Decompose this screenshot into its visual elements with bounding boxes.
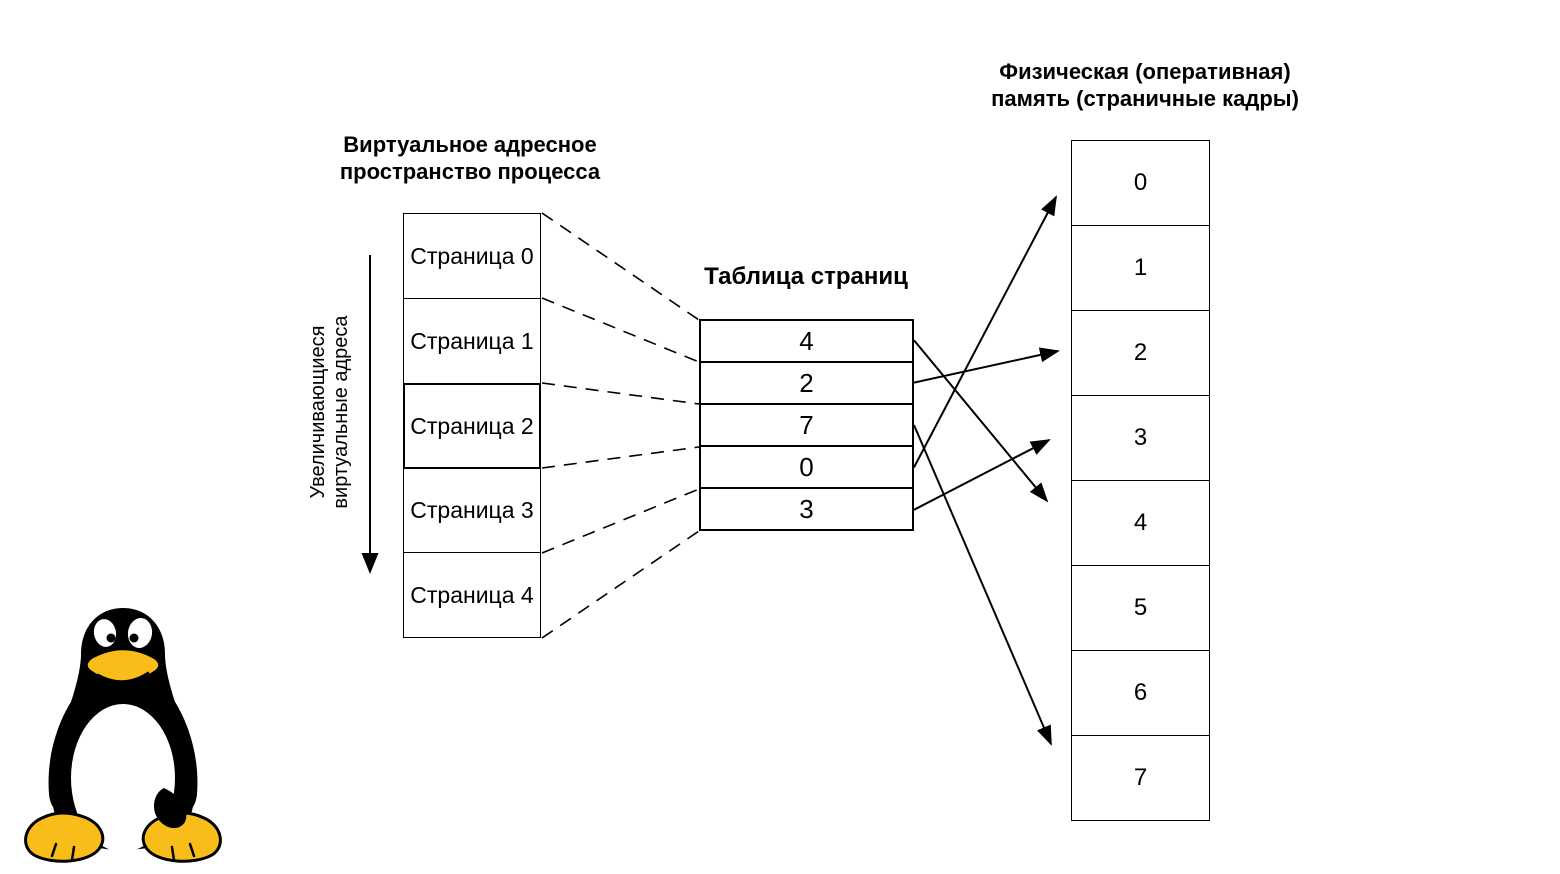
virtual-page-box-2: Страница 2 [403,383,541,469]
physical-memory-title: Физическая (оперативная) память (странич… [940,58,1350,112]
page-to-frame-arrow-3 [913,195,1057,468]
virtual-to-table-dashed-lines [541,212,700,639]
dashed-connector [541,212,700,321]
memory-frame-box-5: 5 [1071,565,1210,651]
page-table-row-2: 7 [699,403,914,447]
virtual-page-box-3: Страница 3 [403,467,541,553]
page-to-frame-arrow-0 [913,339,1049,503]
virtual-page-box-1: Страница 1 [403,298,541,384]
table-to-frame-arrows [913,195,1060,746]
dashed-connector [541,488,700,554]
axis-arrow-head [361,553,379,574]
page-to-frame-arrow-2 [913,424,1052,746]
memory-frame-box-1: 1 [1071,225,1210,311]
virtual-page-box-4: Страница 4 [403,552,541,638]
tux-linux-penguin-logo [24,608,222,863]
memory-frame-box-6: 6 [1071,650,1210,736]
memory-frame-box-0: 0 [1071,140,1210,226]
memory-frame-box-7: 7 [1071,735,1210,821]
memory-frame-box-4: 4 [1071,480,1210,566]
virtual-page-box-0: Страница 0 [403,213,541,299]
dashed-connector [541,446,700,469]
page-to-frame-arrow-1 [913,347,1060,384]
physical-memory-title-line1: Физическая (оперативная) [999,59,1291,84]
virtual-space-title-line2: пространство процесса [339,159,601,184]
memory-frame-box-2: 2 [1071,310,1210,396]
dashed-connector [541,530,700,639]
page-table-row-4: 3 [699,487,914,531]
page-table-row-1: 2 [699,361,914,405]
increasing-addresses-arrow [361,255,379,574]
physical-memory-title-line2: память (страничные кадры) [991,86,1299,111]
page-table-row-0: 4 [699,319,914,363]
page-table-title: Таблица страниц [704,263,908,290]
axis-label-line2: виртуальные адреса [330,315,352,509]
page-to-frame-arrow-4 [913,439,1051,511]
increasing-virtual-addresses-label: Увеличивающиеся виртуальные адреса [307,302,355,522]
memory-frame-box-3: 3 [1071,395,1210,481]
virtual-space-title-line1: Виртуальное адресное [343,132,597,157]
dashed-connector [541,382,700,405]
axis-label-line1: Увеличивающиеся [307,325,329,499]
dashed-connector [541,297,700,363]
page-table-row-3: 0 [699,445,914,489]
virtual-space-title: Виртуальное адресное пространство процес… [310,131,630,185]
